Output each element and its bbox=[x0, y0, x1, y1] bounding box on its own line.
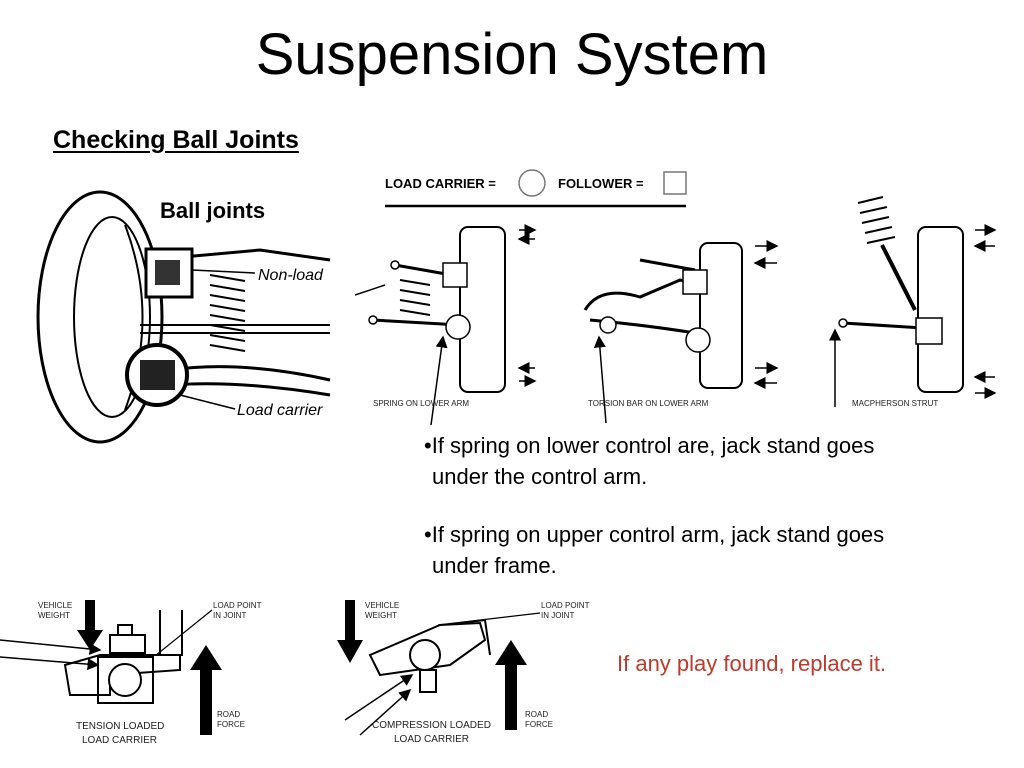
compression-caption-1: COMPRESSION LOADED bbox=[372, 720, 491, 731]
torsion-bar-diagram: TORSION BAR ON LOWER ARM bbox=[583, 240, 779, 424]
tension-weight-label: WEIGHT bbox=[38, 611, 70, 620]
compression-loaded-figure: VEHICLE WEIGHT LOAD POINT IN JOINT ROAD … bbox=[337, 600, 590, 745]
compression-weight-label: WEIGHT bbox=[365, 611, 397, 620]
follower-symbol bbox=[663, 171, 687, 195]
legend-load-carrier-label: LOAD CARRIER = bbox=[385, 176, 496, 191]
slide-title: Suspension System bbox=[255, 22, 769, 87]
compression-load-point-label: LOAD POINT bbox=[541, 601, 590, 610]
tension-load-point-label: LOAD POINT bbox=[213, 601, 262, 610]
section-subtitle: Checking Ball Joints bbox=[53, 126, 299, 154]
compression-force-label: FORCE bbox=[525, 720, 553, 729]
nonload-label: Non-load bbox=[258, 267, 324, 284]
tension-loaded-figure: VEHICLE WEIGHT LOAD POINT IN JOINT ROAD … bbox=[0, 600, 262, 746]
bullet-1-line-2: under the control arm. bbox=[432, 464, 648, 489]
macpherson-strut-diagram: MACPHERSON STRUT bbox=[829, 196, 997, 408]
compression-vehicle-label: VEHICLE bbox=[365, 601, 399, 610]
ball-joints-figure: Ball joints Non-load Load carrier bbox=[36, 190, 331, 444]
suspension-types-figure: SPRING ON LOWER ARM TORSION BAR ON LOWER… bbox=[355, 196, 997, 426]
compression-in-joint-label: IN JOINT bbox=[541, 611, 574, 620]
bullet-2-line-2: under frame. bbox=[432, 553, 557, 578]
road-force-arrow bbox=[190, 645, 222, 735]
ball-joints-heading: Ball joints bbox=[160, 198, 265, 223]
tension-caption-1: TENSION LOADED bbox=[76, 721, 164, 732]
tension-vehicle-label: VEHICLE bbox=[38, 601, 72, 610]
caption-torsion-lower: TORSION BAR ON LOWER ARM bbox=[588, 399, 709, 408]
spring-on-lower-arm-diagram: SPRING ON LOWER ARM bbox=[355, 224, 537, 426]
bullet-spring-upper: •If spring on upper control arm, jack st… bbox=[424, 519, 984, 581]
legend: LOAD CARRIER = FOLLOWER = bbox=[385, 169, 687, 208]
bullet-spring-lower: •If spring on lower control are, jack st… bbox=[424, 430, 984, 492]
tension-in-joint-label: IN JOINT bbox=[213, 611, 246, 620]
tension-force-label: FORCE bbox=[217, 720, 245, 729]
caption-spring-lower: SPRING ON LOWER ARM bbox=[373, 399, 469, 408]
load-carrier-label: Load carrier bbox=[237, 402, 323, 419]
compression-weight-arrow bbox=[337, 600, 363, 663]
vehicle-weight-arrow bbox=[77, 600, 103, 650]
legend-follower-label: FOLLOWER = bbox=[558, 176, 644, 191]
replace-note: If any play found, replace it. bbox=[617, 651, 887, 676]
tension-ball bbox=[108, 663, 142, 697]
compression-road-label: ROAD bbox=[525, 710, 548, 719]
tension-caption-2: LOAD CARRIER bbox=[82, 735, 157, 746]
tension-road-label: ROAD bbox=[217, 710, 240, 719]
coil-spring bbox=[209, 274, 246, 352]
bullet-2-line-1: •If spring on upper control arm, jack st… bbox=[424, 522, 885, 547]
compression-road-arrow bbox=[495, 640, 527, 730]
caption-macpherson: MACPHERSON STRUT bbox=[852, 399, 938, 408]
compression-ball bbox=[409, 639, 441, 671]
bullet-1-line-1: •If spring on lower control are, jack st… bbox=[424, 433, 875, 458]
compression-caption-2: LOAD CARRIER bbox=[394, 734, 469, 745]
load-carrier-symbol bbox=[518, 169, 546, 197]
